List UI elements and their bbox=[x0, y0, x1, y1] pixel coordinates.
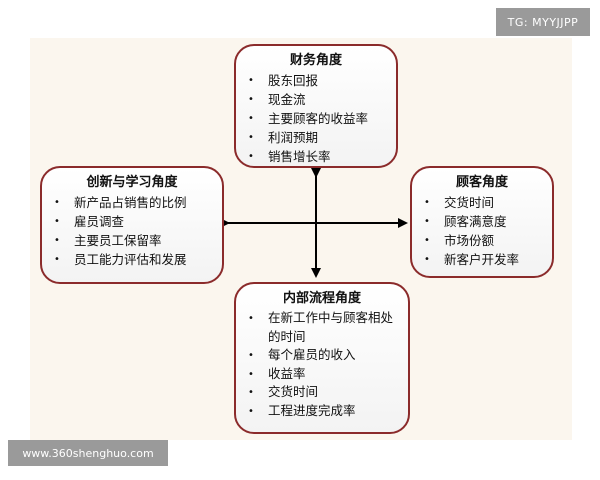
list-item: •股东回报 bbox=[248, 73, 319, 88]
finance-title: 财务角度 bbox=[289, 53, 342, 68]
list-item: •交货时间 bbox=[424, 195, 495, 210]
customer-perspective-box: 顾客角度 •交货时间 •顾客满意度 •市场份额 •新客户开发率 bbox=[410, 166, 554, 278]
watermark-bottom-left: www.360shenghuo.com bbox=[8, 440, 168, 466]
list-item: •主要顾客的收益率 bbox=[248, 111, 369, 126]
customer-title: 顾客角度 bbox=[455, 175, 508, 190]
list-item: •工程进度完成率 bbox=[244, 402, 400, 421]
innovation-learning-box: 创新与学习角度 •新产品占销售的比例 •雇员调查 •主要员工保留率 •员工能力评… bbox=[40, 166, 224, 284]
bullet-icon: • bbox=[54, 254, 60, 265]
bullet-icon: • bbox=[424, 254, 430, 265]
bullet-icon: • bbox=[54, 197, 60, 208]
list-item: •新客户开发率 bbox=[424, 252, 520, 267]
bullet-icon: • bbox=[248, 313, 254, 324]
finance-list: •股东回报 •现金流 •主要顾客的收益率 •利润预期 •销售增长率 bbox=[244, 71, 388, 166]
list-item: •收益率 bbox=[244, 365, 400, 384]
bullet-icon: • bbox=[248, 113, 254, 124]
bullet-icon: • bbox=[424, 235, 430, 246]
bullet-icon: • bbox=[248, 387, 254, 398]
watermark-top-right: TG: MYYJJPP bbox=[496, 8, 590, 36]
list-item: •市场份额 bbox=[424, 233, 495, 248]
list-item: •雇员调查 bbox=[54, 214, 125, 229]
bullet-icon: • bbox=[248, 405, 254, 417]
process-title: 内部流程角度 bbox=[282, 291, 361, 306]
innovation-title: 创新与学习角度 bbox=[86, 175, 178, 190]
finance-perspective-box: 财务角度 •股东回报 •现金流 •主要顾客的收益率 •利润预期 •销售增长率 bbox=[234, 44, 398, 168]
bullet-icon: • bbox=[424, 216, 430, 227]
list-item: •顾客满意度 bbox=[424, 214, 507, 229]
list-item: •在新工作中与顾客相处的时间 bbox=[248, 310, 394, 344]
bullet-icon: • bbox=[248, 75, 254, 86]
bullet-icon: • bbox=[248, 132, 254, 143]
bullet-icon: • bbox=[54, 235, 60, 246]
list-item: •现金流 bbox=[248, 92, 306, 107]
list-item: •利润预期 bbox=[248, 130, 319, 145]
bullet-icon: • bbox=[248, 350, 254, 361]
internal-process-box: 内部流程角度 •在新工作中与顾客相处的时间 •每个雇员的收入 •收益率 •交货时… bbox=[234, 282, 410, 434]
innovation-list: •新产品占销售的比例 •雇员调查 •主要员工保留率 •员工能力评估和发展 bbox=[50, 193, 214, 269]
bullet-icon: • bbox=[248, 151, 254, 162]
bullet-icon: • bbox=[248, 94, 254, 105]
bullet-icon: • bbox=[248, 368, 254, 380]
customer-list: •交货时间 •顾客满意度 •市场份额 •新客户开发率 bbox=[420, 193, 544, 269]
list-item: •交货时间 bbox=[244, 383, 400, 402]
process-list: •在新工作中与顾客相处的时间 •每个雇员的收入 •收益率 •交货时间 •工程进度… bbox=[244, 309, 400, 420]
bullet-icon: • bbox=[424, 197, 430, 208]
list-item: •销售增长率 bbox=[248, 149, 331, 164]
list-item: •员工能力评估和发展 bbox=[54, 252, 187, 267]
list-item: •新产品占销售的比例 bbox=[54, 195, 187, 210]
list-item: •主要员工保留率 bbox=[54, 233, 162, 248]
list-item: •每个雇员的收入 bbox=[244, 346, 400, 365]
bullet-icon: • bbox=[54, 216, 60, 227]
